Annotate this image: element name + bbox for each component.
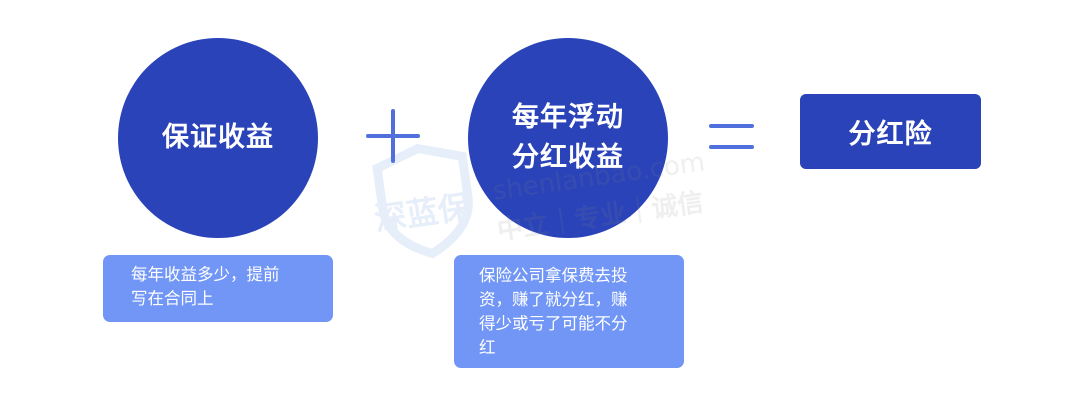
equals-icon — [709, 124, 754, 128]
note-line: 得少或亏了可能不分 — [479, 314, 628, 333]
plus-icon-vertical — [391, 109, 395, 163]
note-line: 写在合同上 — [131, 289, 214, 308]
circle-label-line-2: 分红收益 — [512, 142, 624, 173]
note-line: 保险公司拿保费去投 — [479, 266, 628, 285]
equals-icon-lower — [709, 145, 754, 149]
floating-dividend-note: 保险公司拿保费去投 资，赚了就分红，赚 得少或亏了可能不分 红 — [454, 255, 684, 368]
guaranteed-return-circle: 保证收益 — [118, 38, 318, 238]
note-line: 资，赚了就分红，赚 — [479, 290, 628, 309]
note-line: 红 — [479, 338, 496, 357]
circle-label-line-1: 每年浮动 — [512, 102, 624, 133]
result-box: 分红险 — [800, 94, 981, 169]
circle-label: 保证收益 — [162, 122, 274, 153]
guaranteed-return-note: 每年收益多少，提前 写在合同上 — [103, 255, 333, 322]
floating-dividend-circle: 每年浮动 分红收益 — [468, 38, 668, 238]
watermark-logo-text: 深蓝保 — [372, 187, 473, 239]
note-line: 每年收益多少，提前 — [131, 265, 280, 284]
result-label: 分红险 — [848, 119, 933, 150]
